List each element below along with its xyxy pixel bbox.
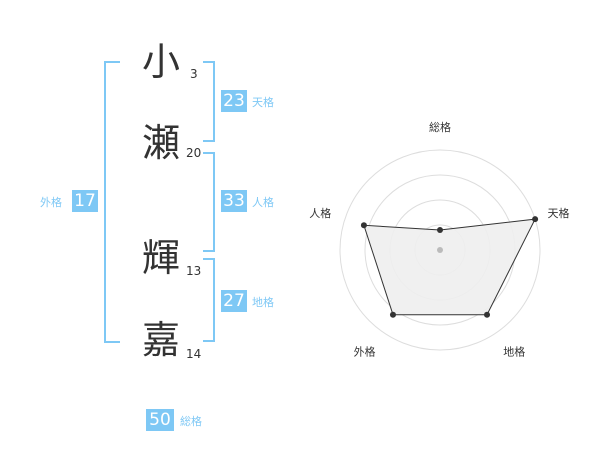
radar-axis-label: 人格 xyxy=(309,206,331,220)
jinkaku-label: 人格 xyxy=(252,196,274,209)
stroke-count-3: 13 xyxy=(186,264,202,278)
jinkaku-value: 33 xyxy=(221,190,247,212)
soukaku-value: 50 xyxy=(146,409,174,431)
name-char-3: 輝 xyxy=(142,236,181,280)
radar-ring xyxy=(339,149,541,351)
chikaku-label: 地格 xyxy=(252,296,274,309)
radar-axis-label: 地格 xyxy=(503,344,525,358)
tenkaku-value: 23 xyxy=(221,90,247,112)
radar-point xyxy=(389,311,396,318)
chikaku-value: 27 xyxy=(221,290,247,312)
gaikaku-bracket xyxy=(104,61,120,343)
gaikaku-value: 17 xyxy=(72,190,98,212)
radar-axis-label: 外格 xyxy=(354,344,376,358)
radar-point xyxy=(437,227,443,233)
radar-axis-label: 総格 xyxy=(429,120,451,134)
name-char-4: 嘉 xyxy=(142,318,181,362)
gaikaku-label: 外格 xyxy=(40,196,62,209)
stroke-count-2: 20 xyxy=(186,146,202,160)
stroke-count-4: 14 xyxy=(186,347,202,361)
radar-data-area xyxy=(363,218,536,316)
soukaku-label: 総格 xyxy=(180,415,202,428)
tenkaku-bracket xyxy=(203,61,215,142)
name-char-2: 瀬 xyxy=(142,121,181,165)
stroke-count-1: 3 xyxy=(190,67,198,81)
radar-center-dot xyxy=(437,247,443,253)
radar-point xyxy=(532,216,539,223)
radar-axis-label: 天格 xyxy=(548,206,570,220)
radar-point xyxy=(484,311,491,318)
jinkaku-bracket xyxy=(203,152,215,252)
name-char-1: 小 xyxy=(142,40,181,84)
radar-point xyxy=(360,222,367,229)
tenkaku-label: 天格 xyxy=(252,96,274,109)
chikaku-bracket xyxy=(203,258,215,342)
